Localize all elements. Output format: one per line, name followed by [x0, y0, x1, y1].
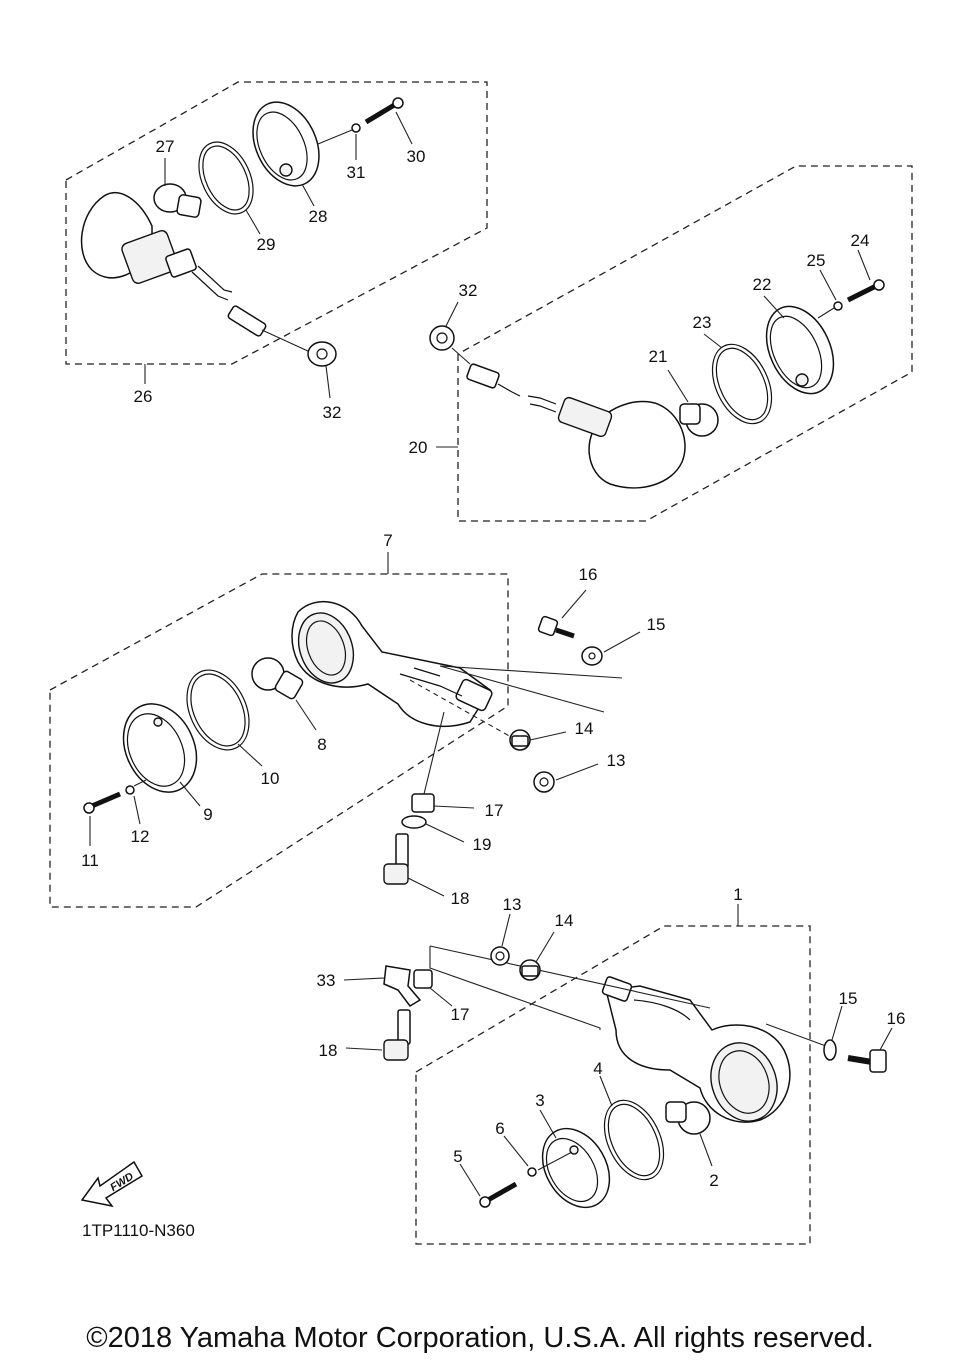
bolt-16-lower	[847, 1027, 893, 1073]
fwd-arrow-icon: FWD	[80, 1160, 144, 1208]
callout-5: 5	[453, 1147, 462, 1166]
collar-14-lower	[519, 931, 555, 981]
callout-31: 31	[347, 163, 366, 182]
callout-17-upper: 17	[485, 801, 504, 820]
callout-14-lower: 14	[555, 911, 574, 930]
bracket-33	[343, 965, 422, 1007]
bulb-8	[251, 657, 317, 731]
bulb-27	[153, 158, 202, 218]
callout-2: 2	[709, 1171, 718, 1190]
lens-22	[763, 295, 835, 395]
callout-12: 12	[131, 827, 150, 846]
callout-9: 9	[203, 805, 212, 824]
drawing-code: 1TP1110-N360	[82, 1221, 195, 1240]
callout-1: 1	[733, 885, 742, 904]
callout-21: 21	[649, 347, 668, 366]
turn-signal-housing-26	[80, 192, 311, 353]
assembly-26-boundary	[65, 81, 488, 384]
callout-18-lower: 18	[319, 1041, 338, 1060]
washer-15-upper	[581, 631, 641, 666]
washer-6	[503, 1135, 573, 1177]
assembly-20-boundary	[436, 165, 913, 522]
callout-23: 23	[693, 313, 712, 332]
callout-18-upper: 18	[451, 889, 470, 908]
callout-27: 27	[156, 137, 175, 156]
callout-10: 10	[261, 769, 280, 788]
callout-14-upper: 14	[575, 719, 594, 738]
ring-10	[186, 669, 263, 767]
washer-19	[401, 815, 465, 843]
callout-24: 24	[851, 231, 870, 250]
assembly-7-boundary	[49, 552, 509, 908]
callout-30: 30	[407, 147, 426, 166]
spacer-17-upper	[411, 793, 475, 813]
screw-24	[846, 249, 885, 303]
callout-15-lower: 15	[839, 989, 858, 1008]
ring-29	[198, 141, 261, 235]
callout-33: 33	[317, 971, 336, 990]
nut-32-lower	[429, 301, 459, 351]
callout-4: 4	[593, 1059, 602, 1078]
lens-28	[252, 101, 320, 207]
callout-28: 28	[309, 207, 328, 226]
ring-23	[703, 333, 773, 425]
lens-3	[539, 1109, 611, 1209]
washer-31	[317, 123, 361, 160]
callout-15-upper: 15	[647, 615, 666, 634]
bulb-21	[667, 369, 719, 437]
callout-32-lower: 32	[459, 281, 478, 300]
screw-5	[459, 1163, 518, 1208]
callout-8: 8	[317, 735, 326, 754]
bolt-16-upper	[537, 589, 587, 639]
bracket-leads-1	[429, 945, 827, 1047]
bolt-18-upper	[383, 833, 445, 897]
ring-4	[599, 1075, 665, 1181]
callout-13-lower: 13	[503, 895, 522, 914]
callout-16-lower: 16	[887, 1009, 906, 1028]
turn-signal-housing-7	[291, 600, 493, 728]
callout-19: 19	[473, 835, 492, 854]
callout-29: 29	[257, 235, 276, 254]
washer-12	[125, 779, 147, 825]
bolt-18-lower	[345, 1009, 411, 1061]
callout-32-upper: 32	[323, 403, 342, 422]
bracket-leads-7	[409, 665, 623, 795]
callout-17-lower: 17	[451, 1005, 470, 1024]
turn-signal-housing-20	[451, 347, 686, 489]
callout-6: 6	[495, 1119, 504, 1138]
assembly-1-boundary	[415, 904, 811, 1245]
washer-15-lower	[823, 1005, 843, 1061]
callout-25: 25	[807, 251, 826, 270]
collar-14-upper	[509, 729, 567, 751]
nut-13-upper	[533, 763, 599, 793]
turn-signal-housing-1	[601, 976, 791, 1123]
spacer-17-lower	[413, 969, 453, 1007]
nut-13-lower	[490, 913, 511, 966]
callout-7: 7	[383, 531, 392, 550]
callout-16-upper: 16	[579, 565, 598, 584]
copyright-notice: ©2018 Yamaha Motor Corporation, U.S.A. A…	[86, 1322, 874, 1354]
nut-32-upper	[307, 341, 337, 399]
callout-20: 20	[409, 438, 428, 457]
screw-30	[364, 97, 413, 145]
callout-22: 22	[753, 275, 772, 294]
bulb-2	[665, 1101, 713, 1167]
screw-11	[83, 791, 121, 846]
lens-9	[122, 703, 201, 807]
callout-3: 3	[535, 1091, 544, 1110]
callout-11: 11	[81, 851, 99, 870]
callout-13-upper: 13	[607, 751, 626, 770]
callout-26: 26	[134, 387, 153, 406]
washer-25	[817, 269, 843, 319]
